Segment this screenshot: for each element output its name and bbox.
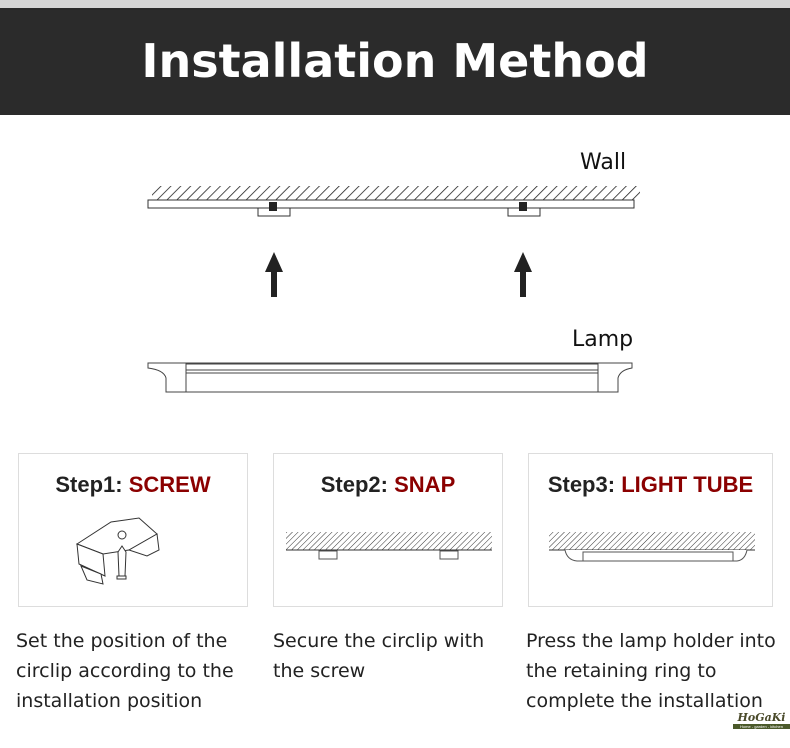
brand-logo: HoGaKi Home - garden - kitchen bbox=[733, 697, 790, 737]
step3-title: Step3: LIGHT TUBE bbox=[547, 472, 754, 497]
circlip-right bbox=[507, 202, 541, 217]
step1-card: Step1: SCREW bbox=[18, 453, 248, 607]
lamp-label: Lamp bbox=[572, 327, 634, 352]
arrow-up-icon bbox=[265, 252, 283, 297]
wall-label: Wall bbox=[580, 150, 627, 175]
wall bbox=[147, 186, 640, 209]
lamp bbox=[147, 362, 633, 393]
light-tube-diagram bbox=[549, 532, 755, 562]
circlip-left bbox=[257, 202, 291, 217]
step3-card: Step3: LIGHT TUBE bbox=[528, 453, 773, 607]
step2-card: Step2: SNAP bbox=[273, 453, 503, 607]
snap-diagram bbox=[286, 532, 492, 560]
arrow-up-icon bbox=[514, 252, 532, 297]
page-title: Installation Method bbox=[0, 8, 790, 115]
circlip-screw-icon bbox=[75, 517, 160, 585]
step1-title: Step1: SCREW bbox=[55, 472, 211, 497]
top-strip bbox=[0, 0, 790, 8]
step2-title: Step2: SNAP bbox=[320, 472, 456, 497]
installation-diagram bbox=[147, 186, 640, 393]
